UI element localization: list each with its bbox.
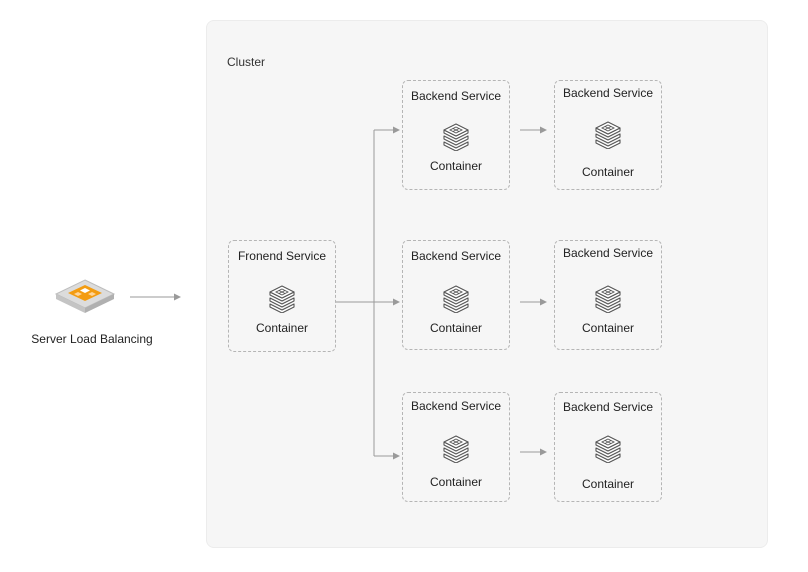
container-label: Container bbox=[581, 477, 635, 491]
frontend-service-box[interactable]: Fronend Service Container bbox=[228, 240, 336, 352]
load-balancer-label: Server Load Balancing bbox=[31, 332, 153, 346]
container-icon bbox=[443, 435, 469, 463]
backend-service-box[interactable]: Backend Service Container bbox=[554, 392, 662, 502]
backend-service-title: Backend Service bbox=[562, 86, 654, 100]
backend-service-title: Backend Service bbox=[562, 246, 654, 260]
container-icon bbox=[595, 121, 621, 149]
container-label: Container bbox=[429, 159, 483, 173]
container-label: Container bbox=[581, 165, 635, 179]
container-icon bbox=[595, 435, 621, 463]
backend-service-box[interactable]: Backend Service Container bbox=[554, 240, 662, 350]
backend-service-box[interactable]: Backend Service Container bbox=[402, 392, 510, 502]
cluster-label: Cluster bbox=[227, 55, 266, 69]
container-icon bbox=[443, 285, 469, 313]
container-label: Container bbox=[255, 321, 309, 335]
backend-service-title: Backend Service bbox=[410, 249, 502, 263]
container-label: Container bbox=[429, 475, 483, 489]
container-label: Container bbox=[429, 321, 483, 335]
server-load-balancer-icon bbox=[54, 279, 116, 313]
backend-service-title: Backend Service bbox=[562, 400, 654, 414]
backend-service-box[interactable]: Backend Service Container bbox=[402, 240, 510, 350]
frontend-service-title: Fronend Service bbox=[237, 249, 327, 263]
backend-service-box[interactable]: Backend Service Container bbox=[554, 80, 662, 190]
container-icon bbox=[443, 123, 469, 151]
container-label: Container bbox=[581, 321, 635, 335]
backend-service-box[interactable]: Backend Service Container bbox=[402, 80, 510, 190]
backend-service-title: Backend Service bbox=[410, 399, 502, 413]
backend-service-title: Backend Service bbox=[410, 89, 502, 103]
container-icon bbox=[269, 285, 295, 313]
container-icon bbox=[595, 285, 621, 313]
